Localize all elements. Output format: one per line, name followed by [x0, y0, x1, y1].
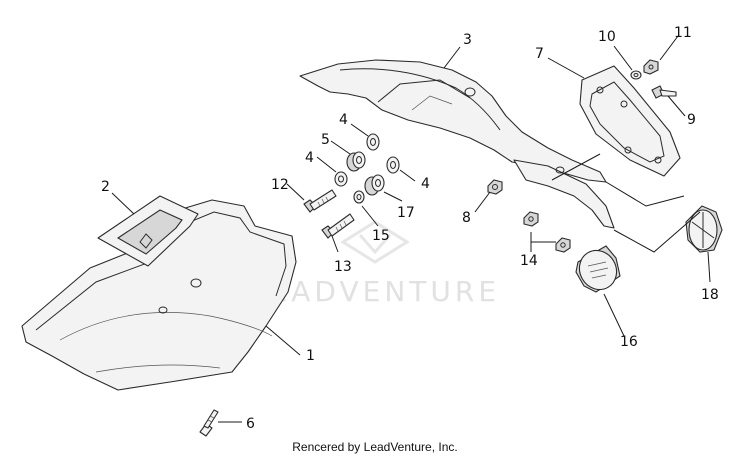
part-14-nut-lower[interactable]	[555, 237, 571, 253]
part-4-grommet-right[interactable]	[386, 156, 400, 174]
part-14-nut-upper[interactable]	[523, 211, 539, 227]
callout-16: 16	[620, 334, 638, 350]
leader-lines	[111, 35, 711, 423]
callout-18: 18	[701, 287, 719, 303]
callout-15: 15	[372, 228, 390, 244]
callout-17: 17	[397, 205, 415, 221]
part-7-plate-bracket[interactable]	[579, 65, 681, 177]
callout-4-upper: 4	[339, 112, 348, 128]
part-2-tail-plate[interactable]	[97, 195, 199, 267]
part-13-bolt[interactable]	[321, 213, 355, 239]
callout-14: 14	[520, 253, 538, 269]
part-11-screw[interactable]	[643, 59, 659, 75]
callout-6: 6	[246, 416, 255, 432]
footer-credit: Rencered by LeadVenture, Inc.	[292, 440, 457, 454]
callouts: 1 2 3 4 4 4 5 6 7 8 9 10 11 12 13 14 15 …	[101, 25, 719, 432]
part-8-nut[interactable]	[487, 179, 503, 195]
part-18-tail-light[interactable]	[685, 205, 723, 253]
part-4-grommet-middle[interactable]	[334, 171, 348, 187]
part-6-screw[interactable]	[199, 409, 219, 437]
part-10-washer[interactable]	[630, 70, 642, 80]
part-17-spacer[interactable]	[364, 174, 385, 196]
callout-5: 5	[321, 132, 330, 148]
part-3-rear-fender[interactable]	[299, 59, 615, 229]
callout-3: 3	[463, 32, 472, 48]
callout-10: 10	[598, 29, 616, 45]
callout-11: 11	[674, 25, 692, 41]
callout-4-right: 4	[421, 176, 430, 192]
part-15-washer[interactable]	[353, 190, 365, 204]
assembly-lines	[551, 153, 701, 253]
part-16-reflector[interactable]	[572, 244, 623, 297]
callout-4-middle: 4	[305, 150, 314, 166]
part-4-grommet-upper[interactable]	[366, 133, 380, 151]
watermark-logo	[340, 220, 410, 264]
callout-7: 7	[535, 46, 544, 62]
callout-2: 2	[101, 179, 110, 195]
part-12-bolt[interactable]	[303, 189, 337, 213]
callout-13: 13	[334, 259, 352, 275]
callout-8: 8	[462, 210, 471, 226]
part-9-screw[interactable]	[651, 85, 677, 99]
callout-12: 12	[271, 177, 289, 193]
callout-1: 1	[306, 348, 315, 364]
part-5-spacer[interactable]	[346, 151, 366, 172]
callout-9: 9	[687, 112, 696, 128]
